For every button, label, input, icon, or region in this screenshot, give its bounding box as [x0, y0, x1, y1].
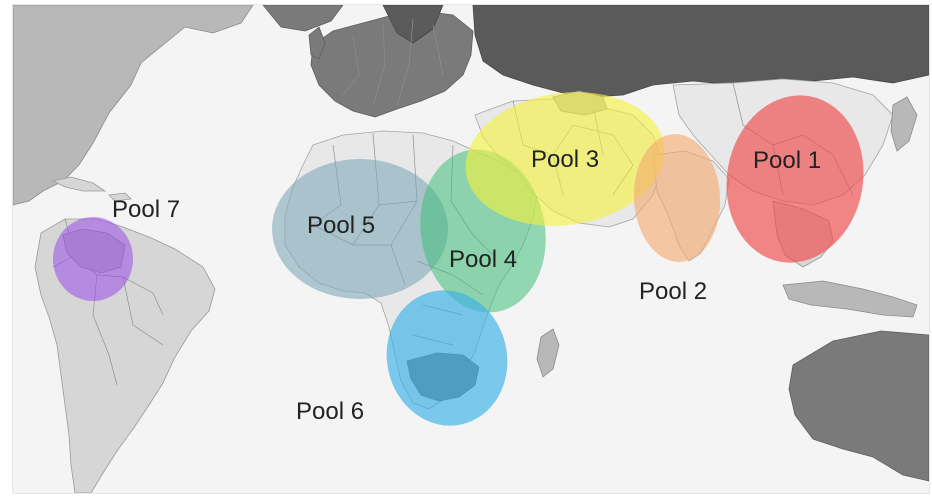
pool-1-region: [726, 95, 864, 263]
land-greenland: [262, 5, 344, 32]
pool-3-label: Pool 3: [531, 146, 599, 173]
pool-1-label: Pool 1: [753, 147, 821, 174]
land-europe: [310, 10, 474, 118]
land-uk: [308, 26, 326, 60]
pool-3-region: [465, 92, 665, 226]
pool-5-region: [272, 159, 448, 299]
pool-7-label: Pool 7: [112, 196, 180, 223]
land-japan: [890, 96, 918, 152]
land-north-america: [13, 5, 254, 206]
pool-7-region: [53, 217, 133, 301]
pool-2-region: [633, 134, 721, 262]
pool-6-region: [386, 290, 508, 426]
pool-5-label: Pool 5: [307, 212, 375, 239]
map-frame: Pool 7 Pool 5 Pool 4 Pool 3 Pool 2 Pool …: [12, 4, 930, 494]
land-hispaniola: [108, 192, 132, 202]
land-madagascar: [536, 328, 560, 378]
pool-2-label: Pool 2: [639, 278, 707, 305]
border-europe: [342, 18, 444, 106]
land-indonesia: [782, 280, 918, 318]
land-australia: [788, 330, 929, 482]
pool-4-label: Pool 4: [449, 246, 517, 273]
world-map: Pool 7 Pool 5 Pool 4 Pool 3 Pool 2 Pool …: [13, 5, 929, 493]
land-scandinavia: [382, 5, 444, 44]
land-cuba: [51, 176, 107, 192]
land-russia: [472, 5, 929, 98]
pool-6-label: Pool 6: [296, 398, 364, 425]
